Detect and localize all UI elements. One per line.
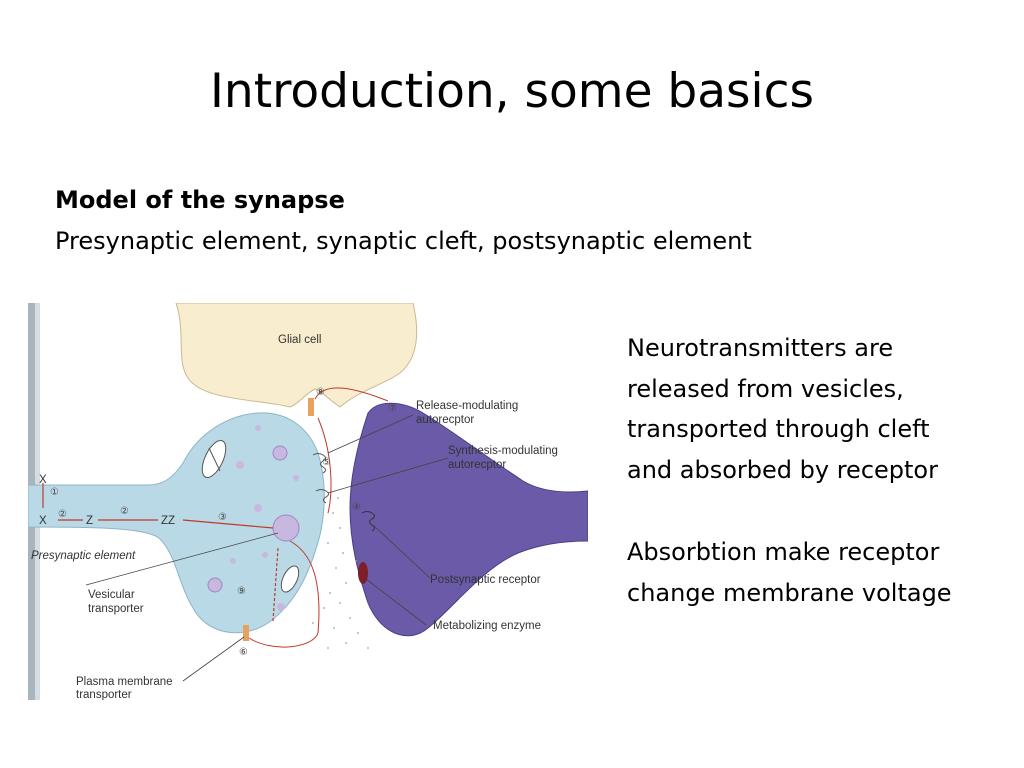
text-line: transported through cleft <box>627 415 930 443</box>
presynaptic-element-label: Presynaptic element <box>31 550 136 562</box>
release-curve-7 <box>314 387 389 402</box>
synthesis-arrows <box>42 483 279 622</box>
vesicular-transporter-label-2: transporter <box>88 603 144 615</box>
postsynaptic-element-shape <box>349 402 588 637</box>
pathway-x: X <box>39 515 47 527</box>
vesicle <box>262 552 268 558</box>
step-number: ② <box>58 509 67 520</box>
synthesis-modulating-label: Synthesis-modulating <box>448 445 558 457</box>
step-number: ④ <box>352 502 361 513</box>
vesicle <box>230 558 236 564</box>
release-autoreceptor-icon <box>315 489 329 504</box>
plasma-membrane-transporter-icon <box>243 625 249 641</box>
step-number: ⑨ <box>237 586 246 597</box>
synthesis-modulating-label-2: autorecptor <box>448 459 506 471</box>
vesicles <box>207 425 300 611</box>
slide-title: Introduction, some basics <box>210 64 814 119</box>
vesicle <box>254 504 262 512</box>
vesicle <box>272 445 288 461</box>
vesicle <box>236 461 244 469</box>
pathway-z: Z <box>86 515 93 527</box>
pathway-zz: ZZ <box>161 515 175 527</box>
section-subline: Presynaptic element, synaptic cleft, pos… <box>55 227 752 255</box>
release-modulating-label: Release-modulating <box>416 400 518 412</box>
step-number: ② <box>120 506 129 517</box>
leader-lines <box>85 414 449 682</box>
step-number: ⑤ <box>322 457 331 468</box>
step-number: ⑦ <box>388 403 397 414</box>
presynaptic-element-shape <box>28 412 325 634</box>
text-line: Absorbtion make receptor <box>627 538 940 566</box>
reuptake-curve <box>248 540 320 648</box>
metabolizing-enzyme-label: Metabolizing enzyme <box>433 620 541 632</box>
postsynaptic-receptor-icon <box>361 511 375 532</box>
synthesis-autoreceptor-icon <box>312 453 326 474</box>
plasma-membrane-transporter-label-2: transporter <box>76 689 132 700</box>
release-modulating-label-2: autorecptor <box>416 414 474 426</box>
text-line: change membrane voltage <box>627 578 952 607</box>
section-subheading: Model of the synapse <box>55 186 345 214</box>
glial-cell-label: Glial cell <box>278 334 321 346</box>
release-curve-5 <box>317 417 332 514</box>
plasma-membrane-transporter-label: Plasma membrane <box>76 676 173 688</box>
description-paragraph-1: Neurotransmitters are released from vesi… <box>627 328 1017 490</box>
metabolizing-enzyme-icon <box>358 562 368 584</box>
text-line: released from vesicles, <box>627 374 904 403</box>
text-line: and absorbed by receptor <box>627 455 938 484</box>
pathway-x-top: X <box>39 474 47 486</box>
vesicular-transporter-label: Vesicular <box>88 589 135 601</box>
synapse-diagram-svg: Glial cell Release-modulating autorecpto… <box>28 303 588 700</box>
step-number: ③ <box>218 512 227 523</box>
text-line: Neurotransmitters are <box>627 334 894 362</box>
large-vesicle <box>272 514 300 542</box>
vesicle <box>277 603 285 611</box>
vesicle <box>207 577 223 593</box>
synapse-diagram: Glial cell Release-modulating autorecpto… <box>28 303 588 700</box>
glial-transporter <box>308 398 314 416</box>
step-number: ⑥ <box>239 647 248 658</box>
description-paragraph-2: Absorbtion make receptor change membrane… <box>627 532 1017 613</box>
step-number: ⑧ <box>316 387 325 398</box>
glial-cell-shape <box>175 303 418 408</box>
vesicle <box>293 475 299 481</box>
mitochondrion-crista <box>208 447 221 472</box>
vesicle <box>255 425 261 431</box>
postsynaptic-receptor-label: Postsynaptic receptor <box>430 574 541 586</box>
mitochondrion-bottom <box>280 565 300 593</box>
step-number: ① <box>50 487 59 498</box>
cleft-dots <box>312 497 369 649</box>
